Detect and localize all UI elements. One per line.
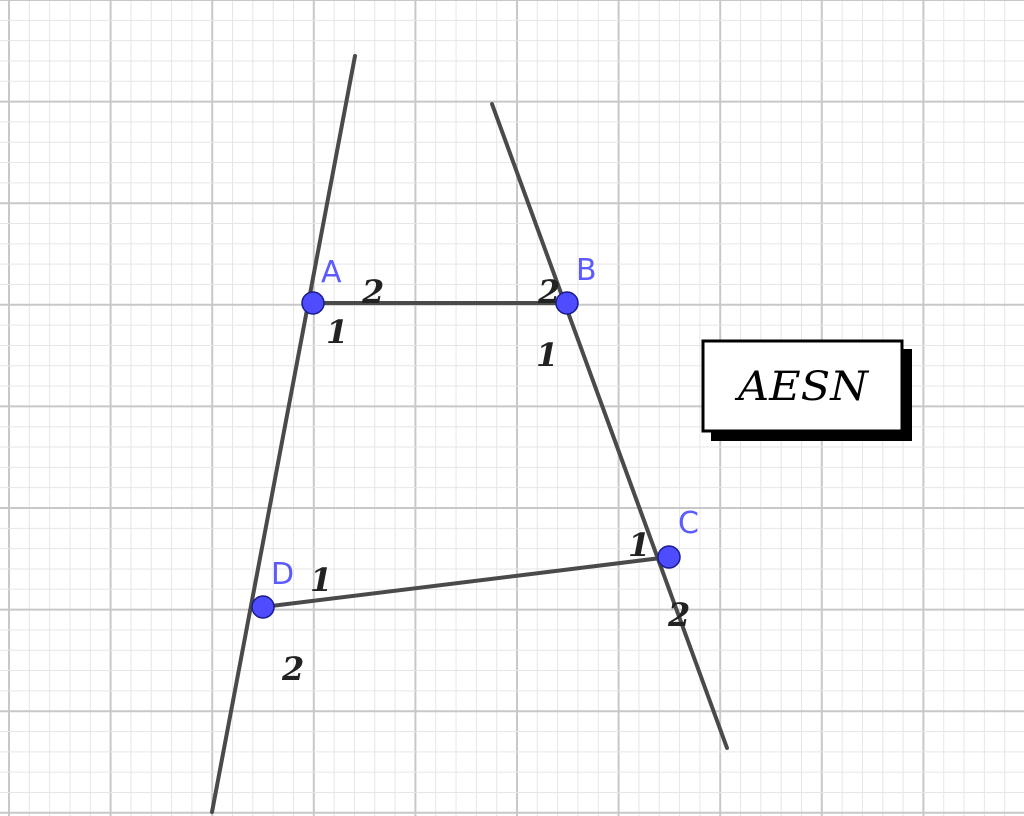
angle-label-d-1: 1	[310, 561, 332, 599]
text-box[interactable]: AESN	[701, 339, 912, 441]
segment-dc[interactable]	[261, 555, 671, 609]
angle-labels: 2 1 2 1 1 2 1 2	[281, 273, 690, 688]
point-label-a: A	[321, 255, 342, 290]
points	[251, 291, 681, 619]
angle-label-c-2: 2	[667, 596, 690, 634]
point-b[interactable]	[555, 291, 579, 315]
text-box-label: AESN	[734, 364, 870, 410]
point-c[interactable]	[657, 545, 681, 569]
angle-label-a-1: 1	[326, 313, 348, 351]
point-d[interactable]	[251, 595, 275, 619]
point-label-b: B	[576, 253, 597, 288]
lines	[210, 54, 729, 814]
point-a[interactable]	[301, 291, 325, 315]
angle-label-a-2: 2	[361, 273, 384, 311]
angle-label-d-2: 2	[281, 650, 304, 688]
line-through-a-d[interactable]	[210, 54, 357, 814]
angle-label-b-1: 1	[536, 336, 558, 374]
line-through-b-c[interactable]	[490, 102, 729, 750]
angle-label-b-2: 2	[537, 273, 560, 311]
point-label-d: D	[271, 557, 294, 592]
point-labels: A B C D	[271, 253, 699, 592]
text-box-frame	[701, 339, 904, 433]
point-label-c: C	[678, 506, 699, 541]
angle-label-c-1: 1	[628, 526, 650, 564]
